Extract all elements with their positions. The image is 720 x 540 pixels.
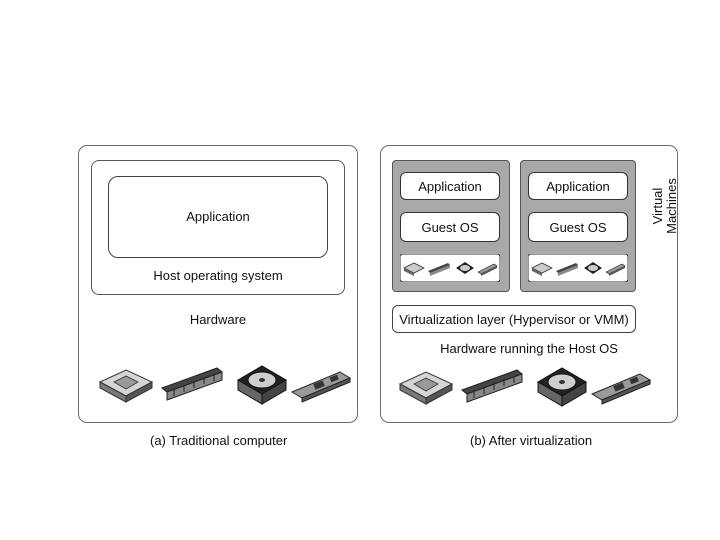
network-card-icon: [590, 373, 652, 405]
application-label: Application: [186, 209, 250, 224]
vm1-guest-os-label: Guest OS: [421, 219, 479, 235]
hardware-icons-b: [398, 367, 652, 407]
vm2-guest-os-box: Guest OS: [528, 212, 628, 242]
virtual-machines-label: Virtual Machines: [630, 178, 700, 234]
network-card-icon: [290, 371, 352, 403]
hardware-label: Hardware: [189, 312, 247, 327]
vm2-application-box: Application: [528, 172, 628, 200]
memory-icon: [556, 263, 578, 276]
hard-disk-icon: [537, 367, 587, 407]
vm1-hardware-icons: [400, 254, 500, 282]
vm1-application-box: Application: [400, 172, 500, 200]
vm2-guest-os-label: Guest OS: [549, 219, 607, 235]
network-card-icon: [605, 263, 626, 276]
network-card-icon: [477, 263, 498, 276]
memory-icon: [428, 263, 450, 276]
cpu-icon: [398, 371, 454, 405]
caption-virtualization: (b) After virtualization: [470, 433, 593, 448]
vm1-application-label: Application: [418, 178, 482, 194]
hardware-host-os-label: Hardware running the Host OS: [440, 341, 618, 356]
caption-traditional: (a) Traditional computer: [150, 433, 288, 448]
host-os-label: Host operating system: [153, 268, 283, 283]
cpu-icon: [403, 262, 425, 276]
application-box: [108, 176, 328, 258]
hardware-icons-a: [98, 365, 352, 405]
virtual-machines-label-line2: Machines: [663, 178, 679, 234]
vm1-guest-os-box: Guest OS: [400, 212, 500, 242]
hard-disk-icon: [456, 262, 474, 274]
vm2-application-label: Application: [546, 178, 610, 194]
virtualization-layer-label: Virtualization layer (Hypervisor or VMM): [399, 311, 629, 327]
memory-icon: [160, 367, 224, 401]
memory-icon: [460, 369, 524, 403]
hard-disk-icon: [584, 262, 602, 274]
cpu-icon: [98, 369, 154, 403]
cpu-icon: [531, 262, 553, 276]
vm2-hardware-icons: [528, 254, 628, 282]
hard-disk-icon: [237, 365, 287, 405]
virtualization-layer-box: Virtualization layer (Hypervisor or VMM): [392, 305, 636, 333]
